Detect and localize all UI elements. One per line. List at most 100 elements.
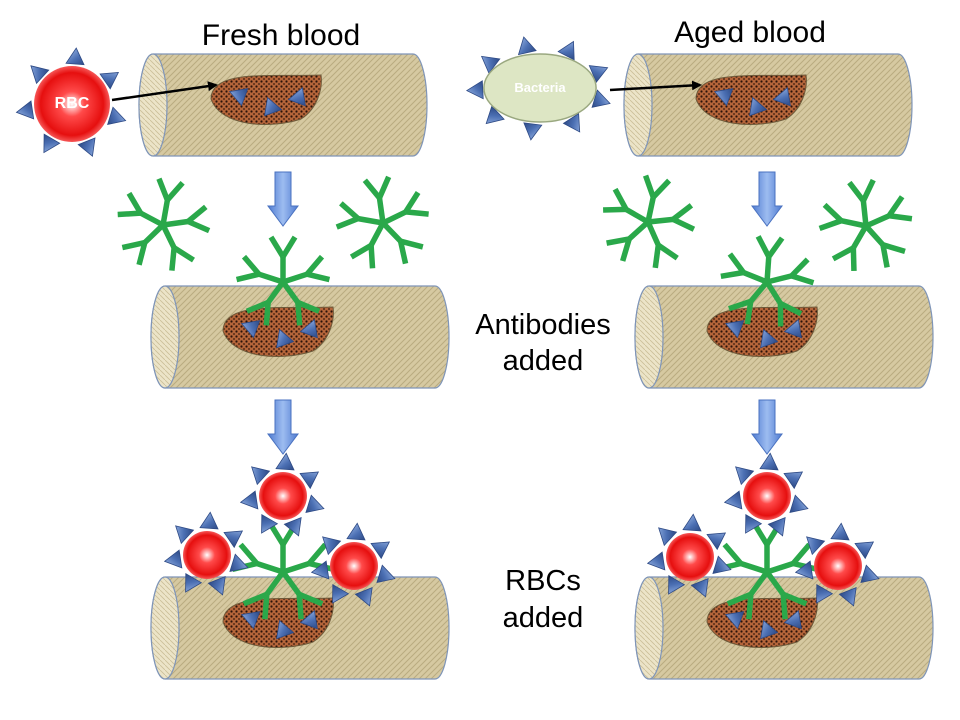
antigen-icon xyxy=(299,609,318,630)
aged-cylinder-3 xyxy=(634,576,934,680)
antigen-icon xyxy=(723,490,743,510)
antigen-icon xyxy=(713,88,734,107)
antigen-icon xyxy=(15,100,35,120)
antigen-icon xyxy=(480,55,501,75)
antigen-icon xyxy=(749,96,768,117)
cylinder-end xyxy=(623,53,653,157)
antigen-patch xyxy=(706,306,818,357)
antigen-icon xyxy=(706,532,727,551)
antigen-icon xyxy=(264,96,283,117)
antibody-icon xyxy=(603,174,696,269)
aged-cylinder-1 xyxy=(623,53,913,157)
antigen-icon xyxy=(299,318,318,339)
antigen-icon xyxy=(838,587,857,607)
antigen-icon xyxy=(465,80,484,100)
antigen-icon xyxy=(287,86,306,107)
rbc-connector-line xyxy=(111,81,218,102)
antigen-icon xyxy=(794,560,814,580)
antigen-icon xyxy=(223,530,244,549)
rbc-body xyxy=(666,533,714,581)
antigen-icon xyxy=(557,40,575,61)
antigen-icon xyxy=(370,541,391,560)
antigen-icon xyxy=(240,611,261,630)
fresh-cylinder-2 xyxy=(150,285,450,389)
antigen-icon xyxy=(107,106,127,125)
antigen-icon xyxy=(305,494,325,514)
antigen-icon xyxy=(789,494,809,514)
antigen-icon xyxy=(760,328,779,349)
fresh-cylinder-1 xyxy=(138,53,428,157)
antigen-icon xyxy=(199,511,219,530)
antigen-icon xyxy=(658,527,678,547)
red-blood-cell-icon xyxy=(239,452,325,537)
rbc-body xyxy=(814,542,862,590)
antibody-icon xyxy=(235,235,331,326)
rbc-body xyxy=(330,542,378,590)
antigen-icon xyxy=(854,541,875,560)
red-blood-cell-icon xyxy=(794,522,880,607)
antibody-icon xyxy=(818,178,913,271)
antigen-icon xyxy=(806,536,826,556)
antigen-icon xyxy=(724,320,745,339)
antigen-icon xyxy=(860,564,880,584)
cylinder-end xyxy=(634,285,664,389)
antigen-icon xyxy=(783,609,802,630)
antigen-icon xyxy=(767,517,786,537)
rbc-body xyxy=(183,531,231,579)
cylinders xyxy=(138,53,934,680)
antigen-icon xyxy=(99,71,120,90)
aged-cylinder-2 xyxy=(634,285,934,389)
fresh-blood-title: Fresh blood xyxy=(202,19,360,52)
antigen-icon xyxy=(185,573,203,593)
antigen-icon xyxy=(299,471,320,490)
rbc-body xyxy=(743,472,791,520)
cells xyxy=(15,36,880,607)
antigen-icon xyxy=(783,318,802,339)
antigen-icon xyxy=(310,560,330,580)
rbc-body xyxy=(34,66,110,142)
antibodies-added-label-line1: Antibodies xyxy=(475,309,610,341)
antigen-icon xyxy=(759,452,779,471)
antigen-icon xyxy=(588,65,609,84)
antigen-icon xyxy=(283,517,302,537)
antigen-icon xyxy=(724,611,745,630)
antigen-icon xyxy=(523,122,543,141)
antigen-icon xyxy=(816,584,834,604)
antigen-patch xyxy=(210,74,322,125)
flow-arrows xyxy=(267,171,783,455)
antibodies-added-label-line2: added xyxy=(503,345,584,377)
antigen-icon xyxy=(783,471,804,490)
antigen-icon xyxy=(163,549,183,569)
antigen-icon xyxy=(43,133,61,154)
cylinder-end xyxy=(138,53,168,157)
cylinder-end xyxy=(150,285,180,389)
antigen-icon xyxy=(712,555,732,575)
antigen-patch xyxy=(695,74,807,125)
aged-blood-title: Aged blood xyxy=(674,16,826,49)
antigen-icon xyxy=(322,536,342,556)
antibody-icon xyxy=(715,521,819,620)
bacteria-body xyxy=(483,53,597,123)
antigen-icon xyxy=(517,36,537,56)
red-blood-cell-icon xyxy=(163,511,249,596)
bacteria-icon xyxy=(465,36,611,141)
antigen-icon xyxy=(376,564,396,584)
antigen-icon xyxy=(646,551,666,571)
antigen-icon xyxy=(745,514,763,534)
rbcs-added-label-line1: RBCs xyxy=(505,565,581,597)
red-blood-cell-icon xyxy=(15,47,127,157)
antigen-icon xyxy=(276,619,295,640)
red-blood-cell-icon xyxy=(310,522,396,607)
down-arrow-icon xyxy=(751,171,783,227)
antigen-icon xyxy=(562,112,581,133)
antigen-icon xyxy=(690,578,709,598)
antigen-icon xyxy=(332,584,350,604)
rbc-body xyxy=(259,472,307,520)
antigen-icon xyxy=(239,490,259,510)
fresh-cylinder-3 xyxy=(150,576,450,680)
antigen-icon xyxy=(275,452,295,471)
antigen-icon xyxy=(735,466,755,486)
antigen-icon xyxy=(346,522,366,541)
antibody-icon xyxy=(720,235,815,327)
antigen-icon xyxy=(207,576,226,596)
